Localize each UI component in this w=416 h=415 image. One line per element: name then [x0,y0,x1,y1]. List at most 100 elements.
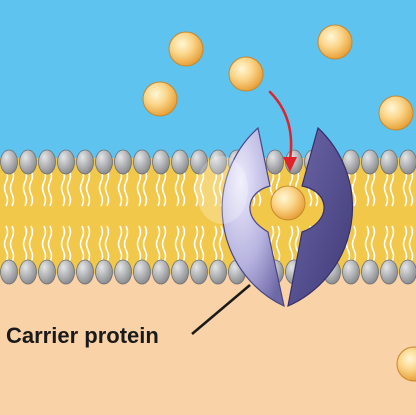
lipid-tail [389,225,395,263]
solute-molecule [396,346,416,382]
lipid-tail [60,225,66,263]
lipid-tail [155,225,161,263]
lipid-tail [3,225,9,263]
lipid-tail [66,169,72,207]
phospholipid-head [171,259,189,285]
solute-molecules [142,24,416,382]
cytoplasm-space [0,262,416,415]
lipid-tail [180,225,186,263]
lipid-tail [389,169,395,207]
phospholipid-head [38,259,56,285]
phospholipid-head [361,149,379,175]
solute-molecule [142,81,178,117]
phospholipid-head [114,259,132,285]
phospholipid-head [95,259,113,285]
lipid-tail [41,169,47,207]
carrier-protein-highlight [196,156,248,224]
lipid-tail [408,225,414,263]
lipid-tail [136,225,142,263]
phospholipid-head [114,149,132,175]
lipid-tail [370,225,376,263]
lipid-tail [142,225,148,263]
phospholipid-head [380,149,398,175]
lipid-tail [364,169,370,207]
lipid-tail [174,169,180,207]
phospholipid-head [209,149,227,175]
lipid-tail [98,225,104,263]
solute-molecule [378,95,414,131]
lipid-tail [3,169,9,207]
lipid-tail [402,169,408,207]
carrier-protein [196,126,354,308]
lipid-tail [212,169,218,207]
lipid-tail [199,225,205,263]
lipid-tail [370,169,376,207]
lipid-tail [402,225,408,263]
lipid-tail [408,169,414,207]
phospholipid-head [171,149,189,175]
lipid-tail [212,225,218,263]
lipid-tail [22,169,28,207]
lipid-tail [364,225,370,263]
lipid-tail [28,169,34,207]
carrier-protein-left-half [221,126,285,308]
phospholipid-head [399,149,416,175]
phospholipid-head [76,259,94,285]
lipid-tail [180,169,186,207]
lipid-tail [79,225,85,263]
lipid-tail [161,225,167,263]
lipid-tail [142,169,148,207]
label-leader-line [191,284,251,335]
lipid-tail [193,225,199,263]
lipid-tail [174,225,180,263]
phospholipid-head [0,259,18,285]
lipid-tail [117,225,123,263]
phospholipid-head [133,259,151,285]
lipid-tail [85,169,91,207]
lipid-tail [383,225,389,263]
phospholipid-head [57,259,75,285]
carrier-protein-right-half [287,126,354,308]
solute-molecule [228,56,264,92]
lipid-tail [41,225,47,263]
phospholipid-head [342,259,360,285]
phospholipid-head [95,149,113,175]
lipid-tail [79,169,85,207]
lipid-tail [218,225,224,263]
carrier-protein-label: Carrier protein [6,323,159,348]
lipid-tail [275,225,281,263]
lipid-tail [117,169,123,207]
lipid-tail [9,225,15,263]
solute-molecule [317,24,353,60]
lipid-tail [155,169,161,207]
lipid-tail [351,225,357,263]
phospholipid-head [209,259,227,285]
lipid-tail [66,225,72,263]
lipid-tail [85,225,91,263]
lipid-tail [104,225,110,263]
lipid-tail [136,169,142,207]
phospholipid-head [190,149,208,175]
phospholipid-head [380,259,398,285]
lipid-tail [288,225,294,263]
lipid-tail [28,225,34,263]
lipid-tail [161,169,167,207]
lipid-tail [104,169,110,207]
lipid-tail [47,225,53,263]
lipid-tail [123,225,129,263]
phospholipid-head [190,259,208,285]
lipid-tail [60,169,66,207]
lipid-tail [383,169,389,207]
phospholipid-head [152,149,170,175]
phospholipid-head [266,149,284,175]
lipid-tail [351,169,357,207]
phospholipid-head [361,259,379,285]
solute-molecule [168,31,204,67]
lipid-tail [47,169,53,207]
curved-arrow-icon [268,90,297,172]
phospholipid-head [133,149,151,175]
phospholipid-head [152,259,170,285]
phospholipid-head [399,259,416,285]
solute-molecule-bound [270,185,306,221]
